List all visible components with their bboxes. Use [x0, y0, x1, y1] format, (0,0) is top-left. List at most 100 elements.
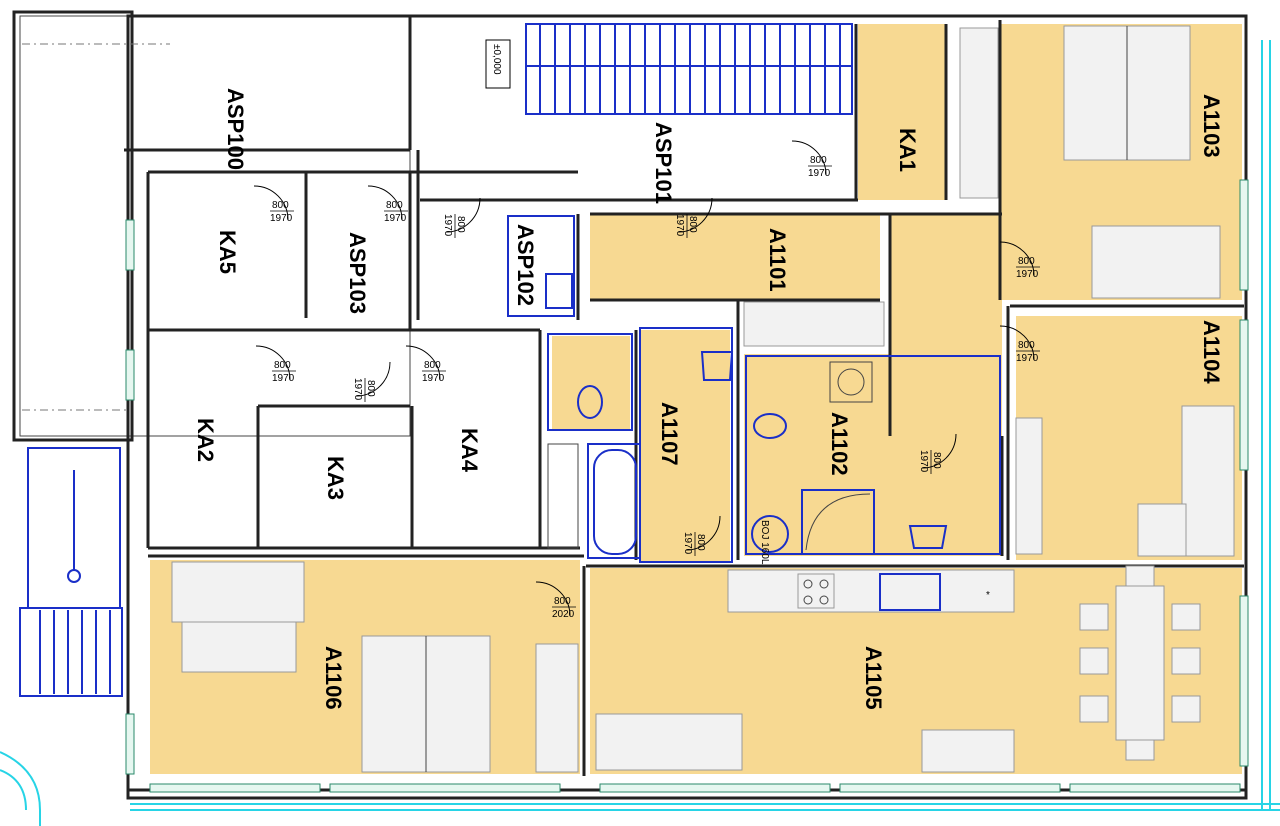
room-label-ka1: KA1	[895, 128, 920, 172]
shower-icon	[801, 489, 875, 555]
windows	[125, 179, 1249, 793]
stove-icon	[797, 573, 835, 609]
room-label-a1102: A1102	[827, 412, 852, 476]
door-height: 1970	[1016, 353, 1039, 364]
door-a1104: 800 1970	[999, 325, 1040, 364]
door-asp103: 800 1970	[367, 185, 408, 224]
room-fill-a1107-top	[552, 336, 630, 430]
door-ka2: 800 1970	[255, 345, 296, 384]
sofa-icon	[595, 405, 1235, 773]
terrace-outline	[0, 40, 1280, 826]
door-height: 1970	[270, 213, 293, 224]
door-ka5: 800 1970	[253, 185, 294, 224]
room-label-asp101: ASP101	[651, 122, 676, 204]
door-height: 1970	[682, 532, 693, 555]
sink-icon	[879, 573, 941, 611]
room-label-a1104: A1104	[1199, 320, 1224, 384]
room-label-a1105: A1105	[861, 646, 886, 710]
door-a1103: 800 1970	[999, 241, 1040, 280]
electrical-panel	[545, 273, 573, 309]
a1107-hall-outline	[639, 327, 733, 563]
a1107-outline	[547, 333, 633, 431]
window-bottom-2	[329, 783, 561, 793]
room-label-a1101: A1101	[765, 228, 790, 292]
window-a1106	[125, 713, 135, 775]
door-height: 1970	[808, 168, 831, 179]
door-width: 800	[272, 200, 289, 211]
door-height: 1970	[442, 214, 453, 237]
asp102-outline	[507, 215, 575, 317]
room-label-ka3: KA3	[323, 456, 348, 500]
room-fill-a1101	[590, 214, 880, 300]
room-label-asp100: ASP100	[223, 88, 248, 170]
bed-icon-a1106	[171, 561, 491, 773]
door-width: 800	[274, 360, 291, 371]
bathtub-icon	[593, 449, 637, 555]
room-label-a1107: A1107	[657, 402, 682, 466]
door-width: 800	[1018, 340, 1035, 351]
door-height: 1970	[384, 213, 407, 224]
window-bottom-4	[839, 783, 1061, 793]
room-label-ka4: KA4	[457, 428, 482, 473]
room-fill-a1107	[640, 330, 730, 562]
door-a1106: 800 2020	[535, 581, 576, 620]
ka4-cabinet	[547, 443, 579, 549]
window-a1104	[1239, 319, 1249, 471]
door-height: 1970	[1016, 269, 1039, 280]
toilet-icon	[577, 385, 787, 439]
boiler-icon	[751, 515, 789, 553]
window-ka2	[125, 349, 135, 401]
window-bottom-1	[149, 783, 321, 793]
door-ka4: 800 1970	[405, 345, 446, 384]
sink-icon-bathrooms	[700, 351, 948, 549]
wardrobe	[535, 27, 1043, 773]
svg-text:*: *	[986, 590, 990, 601]
door-width: 800	[695, 534, 706, 551]
door-height: 1970	[674, 214, 685, 237]
door-height: 1970	[422, 373, 445, 384]
room-label-ka2: KA2	[193, 418, 218, 462]
room-label-a1106: A1106	[321, 646, 346, 710]
room-label-asp102: ASP102	[513, 224, 538, 306]
bed-icon	[1063, 25, 1221, 299]
door-height: 1970	[272, 373, 295, 384]
door-width: 800	[365, 380, 376, 397]
boiler-label: BOJ 160L	[759, 520, 770, 565]
washing-machine-icon	[829, 361, 873, 403]
external-stair-icon	[19, 447, 123, 697]
stair-icon	[525, 23, 853, 115]
door-height: 2020	[552, 609, 575, 620]
window-a1103	[1239, 179, 1249, 291]
door-width: 800	[810, 155, 827, 166]
door-width: 800	[931, 452, 942, 469]
room-label-asp103: ASP103	[345, 232, 370, 314]
room-label-ka5: KA5	[215, 230, 240, 274]
window-ka5	[125, 219, 135, 271]
door-width: 800	[386, 200, 403, 211]
door-width: 800	[424, 360, 441, 371]
door-height: 1970	[352, 378, 363, 401]
room-fill-ka1	[858, 24, 946, 200]
window-a1105	[1239, 595, 1249, 767]
door-width: 800	[455, 216, 466, 233]
door-height: 1970	[918, 450, 929, 473]
ext-stair-treads	[39, 610, 111, 694]
window-bottom-5	[1069, 783, 1241, 793]
door-width: 800	[554, 596, 571, 607]
door-width: 800	[1018, 256, 1035, 267]
window-bottom-3	[599, 783, 831, 793]
kitchen-counter: *	[727, 569, 1015, 613]
dining-table-icon	[1079, 565, 1201, 761]
level-mark: ±0,000	[491, 44, 502, 75]
room-label-a1103: A1103	[1199, 94, 1224, 158]
door-width: 800	[687, 216, 698, 233]
door-ka1: 800 1970	[791, 140, 832, 179]
